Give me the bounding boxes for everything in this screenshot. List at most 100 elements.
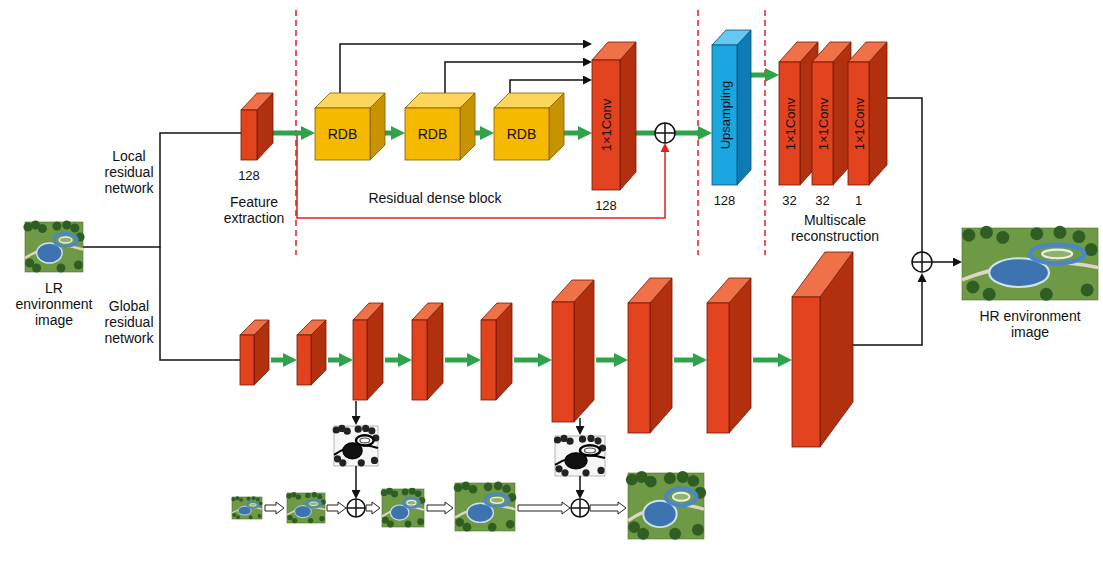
flow-arrow: [753, 358, 782, 363]
block-front: [494, 108, 549, 160]
scene-tree: [455, 518, 464, 527]
block-front: [792, 297, 820, 447]
scene-tree: [488, 523, 497, 532]
sum-circle: [655, 123, 675, 143]
global-layer-block: [297, 320, 326, 385]
scene-tree: [962, 229, 975, 242]
global-layer-block: [792, 252, 853, 447]
flow-arrow: [514, 358, 542, 363]
scene-tree: [32, 264, 41, 273]
layer-label: 1×1Conv: [782, 97, 797, 149]
scene-tree: [645, 476, 657, 488]
block-shape: [405, 93, 475, 160]
scene-tree: [339, 459, 346, 466]
scene-tree: [402, 489, 409, 496]
block-front: [481, 320, 496, 400]
scene-tree: [362, 425, 369, 432]
scene-building: [403, 498, 420, 508]
flow-arrow: [328, 358, 343, 363]
scene-tree: [1085, 243, 1098, 256]
scene-tree: [484, 483, 493, 492]
block-top: [592, 42, 636, 60]
scene-tree: [415, 490, 422, 497]
map-arrow: [355, 466, 357, 493]
sum-cross: [347, 499, 365, 517]
layer-label: 1×1Conv: [851, 97, 866, 149]
flow-arrow: [445, 358, 471, 363]
scene-ground: [232, 497, 262, 519]
scene-building: [356, 435, 374, 445]
flow-arrow: [271, 358, 287, 363]
sum-cross: [571, 499, 589, 517]
stage-label: Residual dense block: [355, 190, 515, 206]
scene-tree: [409, 488, 416, 495]
scene-tree: [355, 426, 362, 433]
hollow-arrow: [265, 502, 284, 514]
scene-tree: [368, 427, 375, 434]
scene-tree: [1081, 283, 1094, 296]
scene-tree: [292, 518, 297, 523]
scene-tree: [597, 467, 604, 474]
block-front: [779, 62, 800, 185]
scene-tree: [587, 435, 594, 442]
scene-tree: [637, 528, 649, 540]
connector-line: [340, 44, 586, 93]
sum-circle: [571, 499, 589, 517]
block-top: [628, 278, 672, 303]
scene-tree: [258, 514, 262, 518]
block-top: [405, 93, 475, 108]
block-shape: [315, 93, 385, 160]
block-front: [552, 302, 574, 422]
scene-building: [1030, 245, 1084, 264]
scene-tree: [561, 469, 568, 476]
image-caption: LR environment image: [12, 280, 96, 328]
scene-tree: [232, 497, 236, 501]
flow-arrow: [273, 131, 305, 136]
scene-building: [54, 234, 77, 247]
scene-building: [306, 500, 321, 508]
hollow-arrow: [590, 502, 626, 514]
conv-block: 1×1Conv1: [848, 42, 887, 185]
feature-block: 128: [241, 93, 273, 160]
block-top: [412, 303, 443, 320]
block-front: [315, 108, 370, 160]
block-top: [812, 42, 851, 62]
output-image: HR environment image: [962, 228, 1098, 300]
scene-tree: [463, 523, 472, 532]
scene-tree: [582, 469, 589, 476]
flow-arrow: [475, 131, 484, 136]
channel-count: 1: [844, 193, 874, 208]
scene-tree: [74, 261, 83, 270]
rdb-block: RDB: [315, 93, 385, 160]
scene-tree: [235, 496, 239, 500]
scene-tree: [1030, 227, 1043, 240]
scene-building: [250, 504, 257, 507]
block-top: [240, 320, 269, 335]
hollow-arrow: [518, 502, 570, 514]
scene-tree: [344, 428, 351, 435]
block-shape: [848, 42, 887, 185]
block-label: RDB: [494, 108, 549, 160]
scene-tree: [70, 224, 79, 233]
hollow-arrow: [327, 502, 346, 514]
scene-tree: [52, 222, 61, 231]
scene-tree: [554, 436, 561, 443]
block-front: [592, 60, 620, 190]
block-side: [620, 42, 636, 190]
scene-picture: [962, 226, 1098, 301]
scene-building: [309, 502, 317, 506]
sum-symbol: [571, 499, 589, 517]
scene-picture: [626, 471, 706, 540]
sum-cross: [912, 252, 932, 272]
scene-tree: [677, 471, 689, 483]
input-image: LR environment image: [25, 222, 83, 272]
scene-tree: [232, 513, 236, 517]
scene-tree: [312, 492, 317, 497]
rdb-block: RDB: [405, 93, 475, 160]
scene-tree: [239, 498, 243, 502]
scene-tree: [469, 485, 478, 494]
block-top: [779, 42, 818, 62]
scene-picture: [23, 221, 84, 273]
block-front: [297, 335, 311, 385]
